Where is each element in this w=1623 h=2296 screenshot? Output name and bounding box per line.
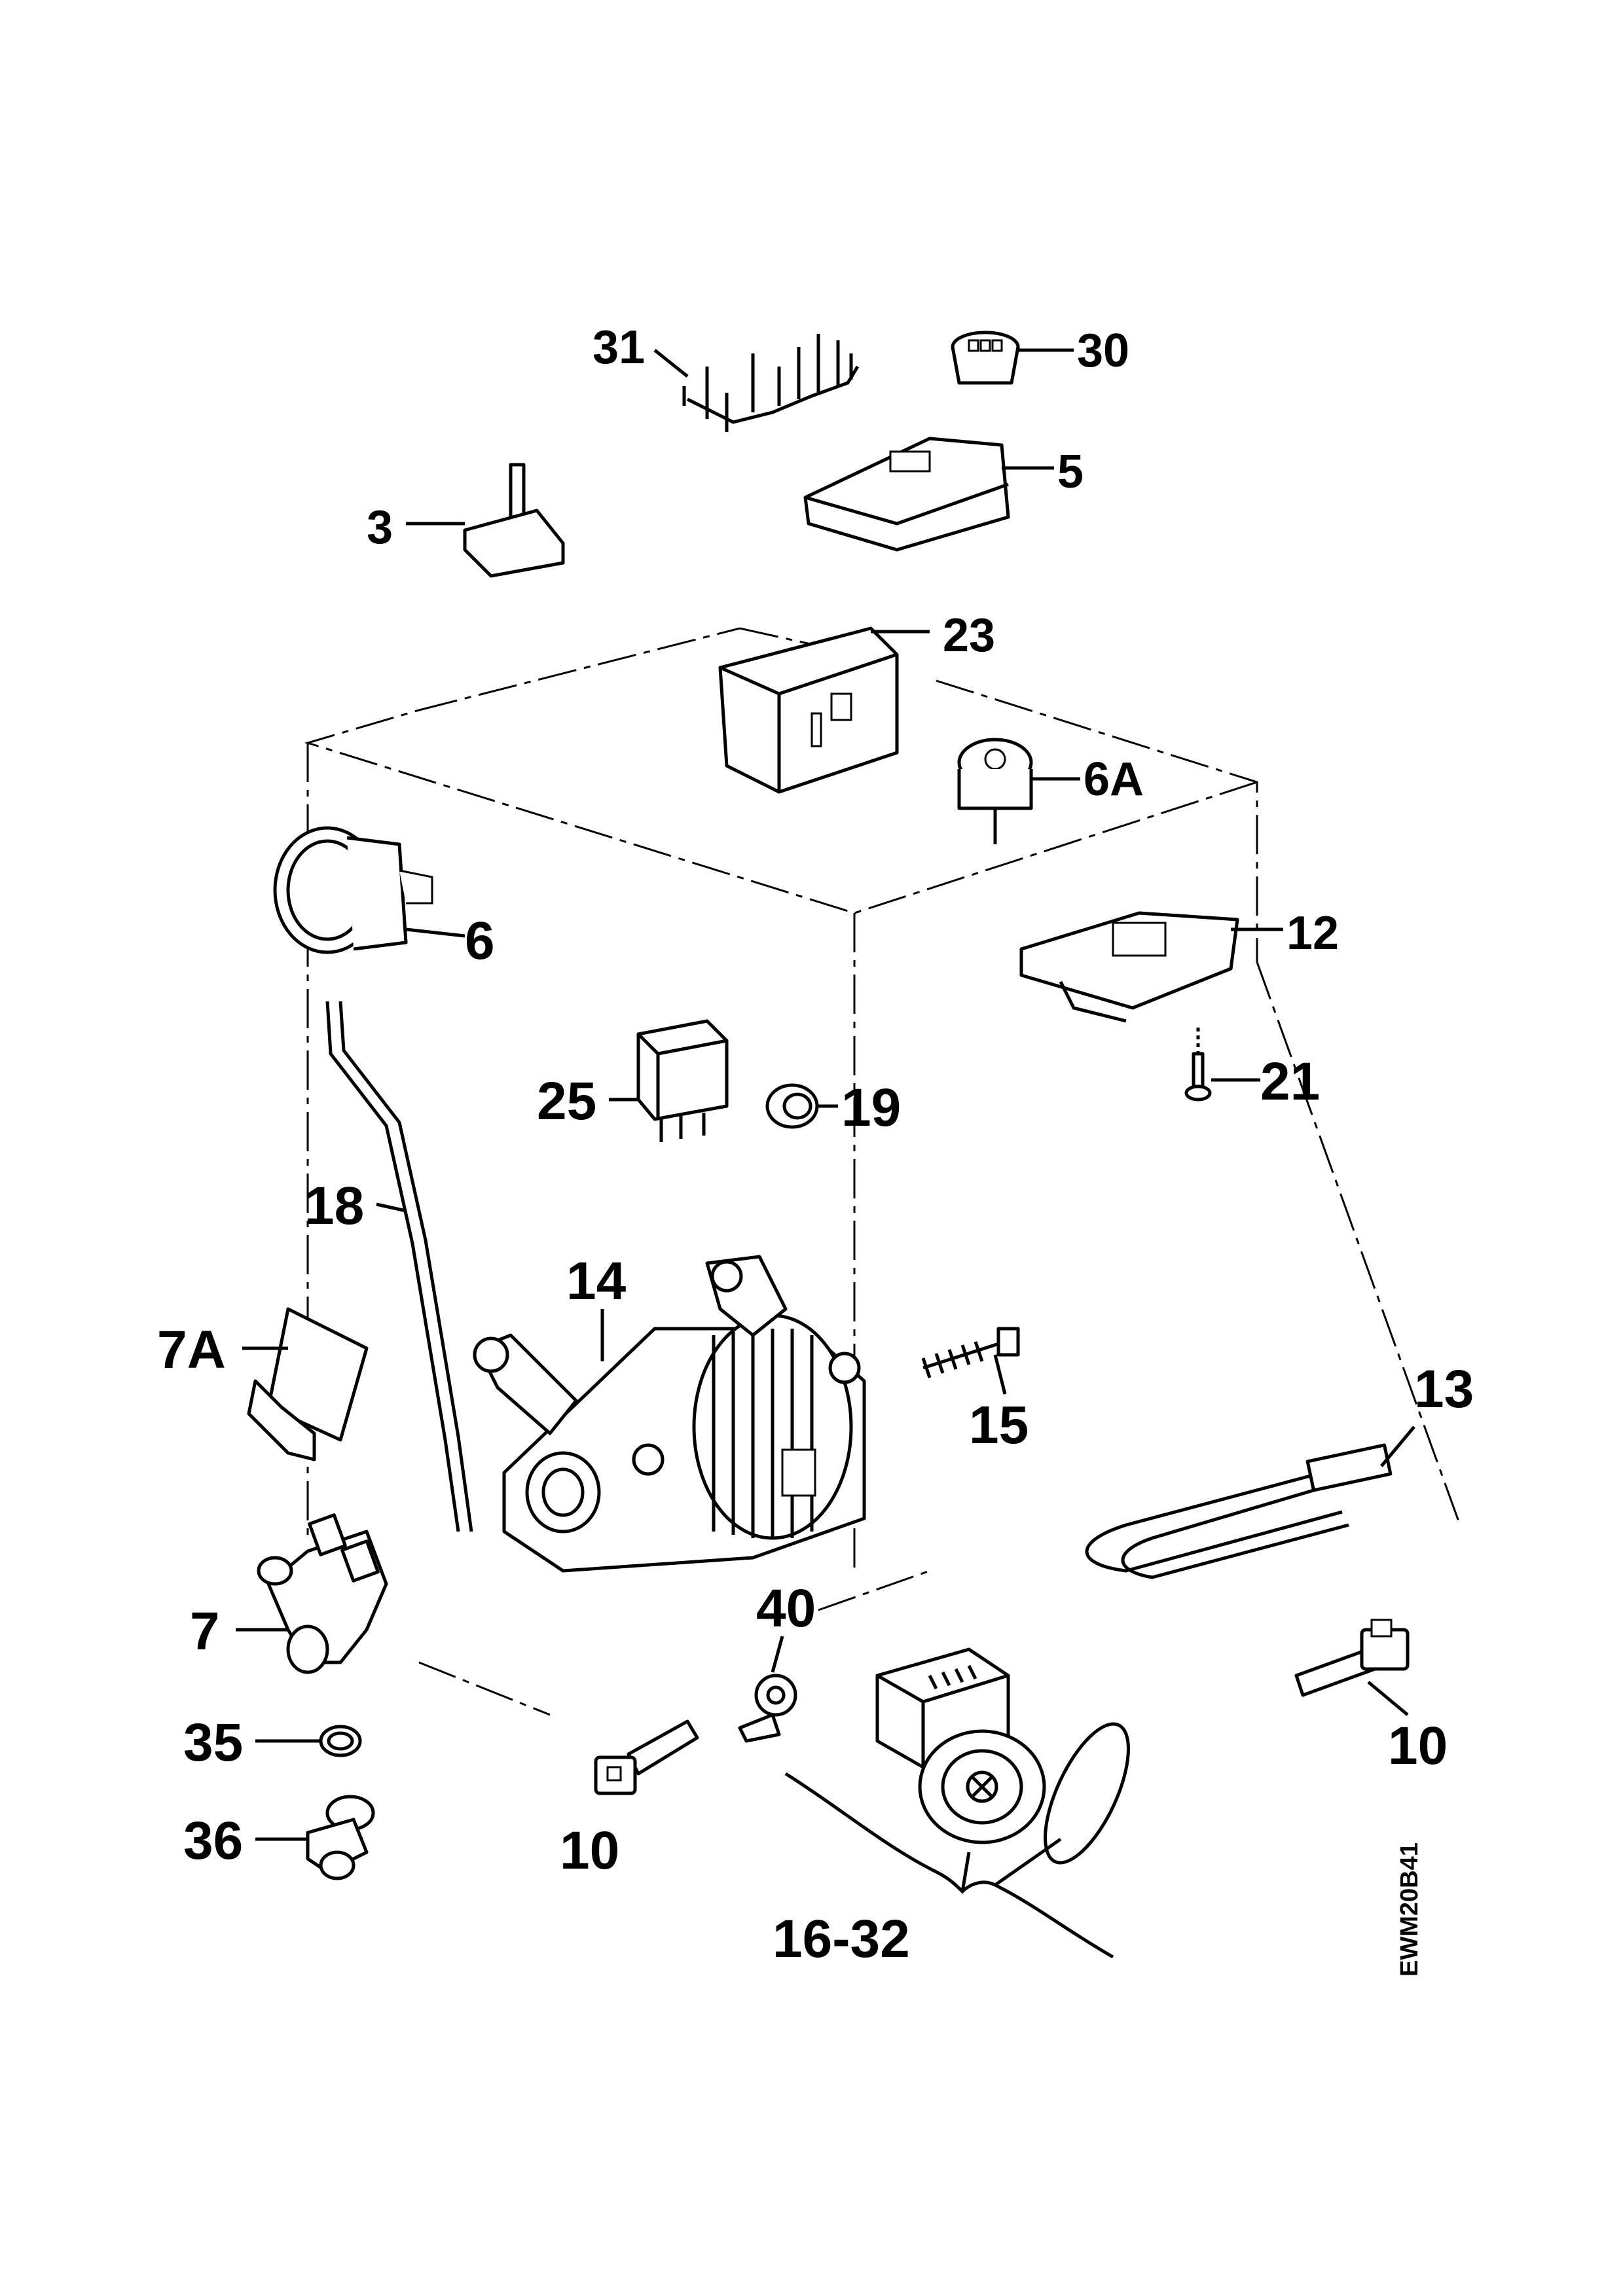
label-25: 25 (537, 1071, 596, 1131)
label-6A: 6A (1084, 753, 1144, 806)
capacitor-part (951, 331, 1074, 385)
label-7: 7 (190, 1602, 220, 1661)
ntc-sensor-part-left (594, 1719, 699, 1795)
grommet-part (765, 1083, 838, 1129)
heating-element-part (1085, 1426, 1415, 1579)
label-21: 21 (1260, 1052, 1320, 1111)
label-3: 3 (367, 501, 393, 554)
pressure-hose-part (325, 1001, 473, 1532)
motor-bolt-part (921, 1327, 1020, 1395)
label-14: 14 (566, 1251, 627, 1311)
pressure-switch-6a-part (957, 738, 1080, 844)
cabinet-outline (304, 627, 1461, 1716)
ntc-sensor-part-right (1294, 1619, 1410, 1716)
pressure-switch-6-part (273, 826, 465, 954)
label-19: 19 (841, 1078, 901, 1138)
filter-clip-part (738, 1636, 797, 1743)
label-40: 40 (756, 1579, 816, 1638)
suppressor-part (609, 1019, 729, 1142)
selector-switch-part (406, 463, 565, 578)
screw-part (1184, 1028, 1260, 1102)
label-31: 31 (593, 321, 645, 374)
label-15: 15 (969, 1395, 1029, 1455)
wire-harness-part (653, 334, 860, 432)
valve-fitting-part (255, 1795, 375, 1880)
control-board-part (803, 437, 1054, 552)
label-5: 5 (1057, 446, 1084, 498)
label-23: 23 (943, 609, 995, 662)
label-13: 13 (1414, 1359, 1474, 1419)
label-7A: 7A (157, 1320, 226, 1380)
label-18: 18 (304, 1176, 364, 1236)
label-35: 35 (183, 1713, 243, 1772)
bracket-part (242, 1307, 369, 1462)
label-16-32: 16-32 (773, 1909, 910, 1969)
label-30: 30 (1077, 325, 1129, 377)
inlet-valve-part (236, 1513, 388, 1674)
drain-pump-part (784, 1647, 1130, 1959)
label-10-left: 10 (560, 1821, 619, 1880)
label-12: 12 (1286, 907, 1339, 960)
door-interlock-part (1019, 911, 1283, 1023)
motor-part (473, 1255, 866, 1573)
label-36: 36 (183, 1811, 243, 1871)
electronic-module-part (718, 626, 930, 794)
label-10-right: 10 (1388, 1716, 1448, 1776)
drawing-code: EWM20B41 (1396, 1842, 1423, 1977)
label-6: 6 (465, 911, 495, 971)
seal-part (255, 1725, 362, 1757)
